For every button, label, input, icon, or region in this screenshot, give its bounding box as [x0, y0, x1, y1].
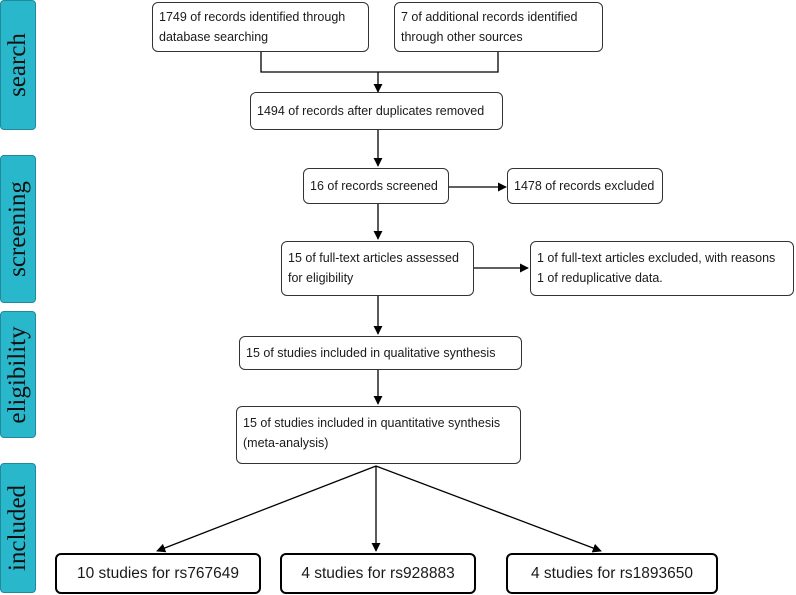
- outcome-text: 4 studies for rs1893650: [531, 565, 693, 582]
- box-identified-database: 1749 of records identified through datab…: [152, 2, 369, 52]
- box-quantitative-synthesis: 15 of studies included in quantitative s…: [236, 406, 521, 464]
- outcome-rs767649: 10 studies for rs767649: [55, 553, 261, 594]
- stage-included: included: [0, 463, 36, 593]
- box-records-excluded: 1478 of records excluded: [507, 168, 663, 204]
- box-text: 1478 of records excluded: [514, 179, 655, 193]
- box-text: 15 of full-text articles assessed: [288, 251, 459, 265]
- stage-eligibility-label: eligibility: [4, 325, 31, 424]
- box-text: database searching: [159, 30, 269, 44]
- box-text: 1494 of records after duplicates removed: [257, 104, 485, 118]
- box-fulltext-excluded: 1 of full-text articles excluded, with r…: [530, 241, 794, 296]
- stage-screening-label: screening: [4, 181, 31, 277]
- box-after-duplicates: 1494 of records after duplicates removed: [250, 92, 503, 130]
- outcome-text: 10 studies for rs767649: [77, 565, 239, 582]
- arrow-to-rs1893650: [375, 465, 602, 553]
- box-text: 1 of full-text articles excluded, with r…: [537, 251, 776, 265]
- stage-eligibility: eligibility: [0, 311, 36, 438]
- box-qualitative-synthesis: 15 of studies included in qualitative sy…: [239, 336, 522, 370]
- merge-connector: [260, 52, 499, 73]
- outcome-rs1893650: 4 studies for rs1893650: [506, 553, 718, 594]
- box-records-screened: 16 of records screened: [303, 168, 449, 204]
- box-fulltext-assessed: 15 of full-text articles assessed for el…: [281, 241, 474, 296]
- arrow-to-rs767649: [156, 465, 377, 553]
- box-identified-other: 7 of additional records identified throu…: [394, 2, 603, 52]
- box-text: 16 of records screened: [310, 179, 438, 193]
- stage-screening: screening: [0, 155, 36, 303]
- stage-search-label: search: [4, 33, 31, 97]
- stage-included-label: included: [4, 484, 31, 572]
- box-text: 7 of additional records identified: [401, 10, 578, 24]
- box-text: 1 of reduplicative data.: [537, 271, 663, 285]
- box-text: 1749 of records identified through: [159, 10, 346, 24]
- box-text: 15 of studies included in qualitative sy…: [246, 346, 496, 360]
- box-text: for eligibility: [288, 271, 354, 285]
- outcome-text: 4 studies for rs928883: [301, 565, 455, 582]
- outcome-rs928883: 4 studies for rs928883: [280, 553, 476, 594]
- box-text: 15 of studies included in quantitative s…: [243, 416, 501, 430]
- stage-search: search: [0, 0, 36, 130]
- box-text: (meta-analysis): [243, 436, 329, 450]
- box-text: through other sources: [401, 30, 523, 44]
